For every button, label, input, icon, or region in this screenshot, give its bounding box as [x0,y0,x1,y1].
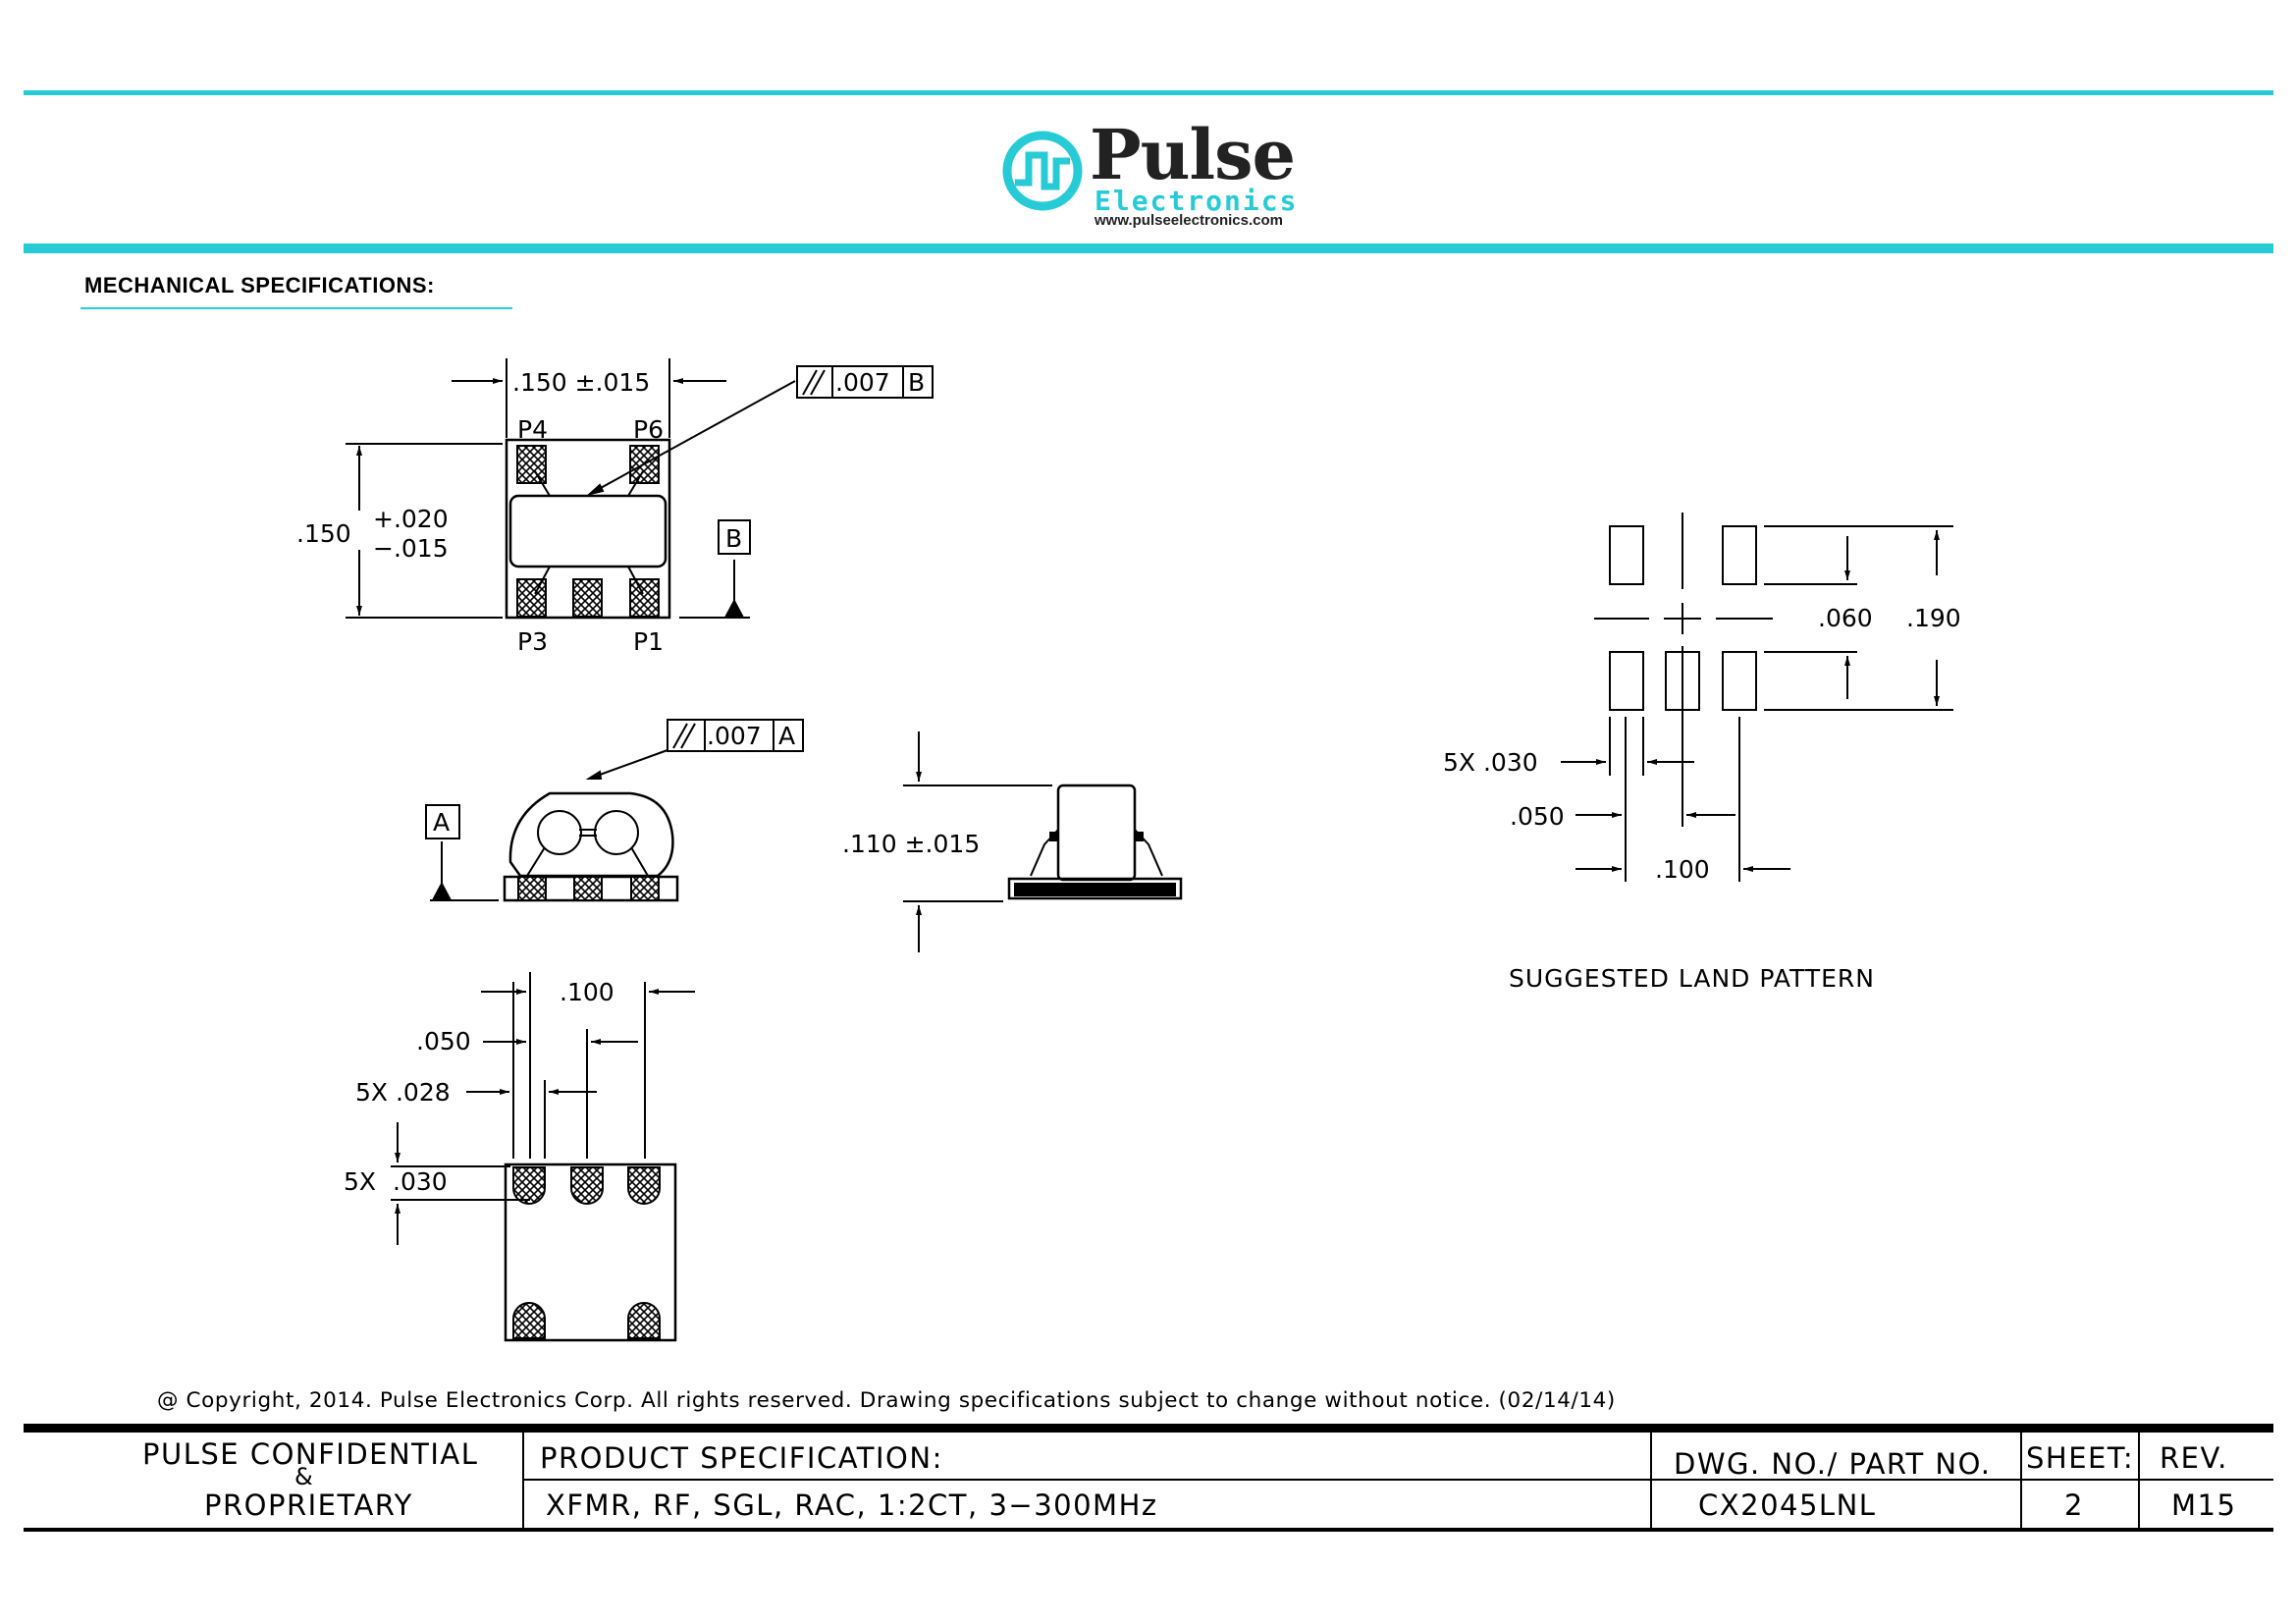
header-top-band [24,90,2273,95]
datum-a-label: A [433,808,450,837]
logo-url: www.pulseelectronics.com [1095,212,1284,229]
pulse-logo-icon [1002,131,1083,211]
pin-label-p6: P6 [633,415,664,444]
pulse-logo: Pulse Electronics www.pulseelectronics.c… [1001,116,1315,234]
bottom-pad-width-dim: 5X .028 [355,1078,451,1107]
top-flatness-value: .007 [835,368,890,397]
top-height-tol-minus: −.015 [373,534,449,563]
pin-label-p1: P1 [633,627,664,656]
side-flatness-value: .007 [707,722,762,750]
side-flatness-datum: A [778,722,795,750]
land-inner-dim: .060 [1818,604,1873,632]
land-pattern [1561,513,1953,882]
rev-label: REV. [2160,1441,2228,1475]
profile-view [903,731,1183,952]
top-height-tol-plus: +.020 [373,505,449,533]
spec-label: PRODUCT SPECIFICATION: [540,1441,943,1475]
core [508,494,667,568]
part-number: CX2045LNL [1698,1488,1877,1522]
land-half-pitch-dim: .050 [1510,802,1565,831]
pad-p1 [629,578,660,618]
land-pad [1722,651,1757,711]
header-bottom-band [24,243,2273,253]
bottom-view [391,972,695,1342]
top-width-dim: .150 ±.015 [512,368,650,397]
logo-subtitle: Electronics [1095,185,1299,217]
top-height-dim: .150 [296,519,351,548]
section-underline [80,307,512,309]
land-pitch-dim: .100 [1655,855,1710,884]
pad-p2 [572,578,603,618]
pad-p4 [516,445,547,484]
pin-label-p4: P4 [517,415,548,444]
confidential-line1: PULSE CONFIDENTIAL [142,1437,479,1471]
side-view [425,719,804,902]
land-pad [1609,651,1644,711]
pad-p3 [516,578,547,618]
bottom-half-pitch-dim: .050 [416,1027,471,1055]
bottom-pitch-dim: .100 [560,978,614,1006]
sheet-number: 2 [2064,1488,2084,1522]
rev-value: M15 [2171,1488,2237,1522]
land-pad [1609,525,1644,585]
pin-label-p3: P3 [517,627,548,656]
land-outer-dim: .190 [1906,604,1961,632]
bottom-pad-length-dim: .030 [393,1167,448,1196]
bottom-pad-length-prefix: 5X [344,1167,376,1196]
confidential-line2: PROPRIETARY [204,1488,413,1522]
land-pad [1722,525,1757,585]
datum-b-label: B [725,524,742,553]
section-title: MECHANICAL SPECIFICATIONS: [84,273,435,298]
profile-height-dim: .110 ±.015 [842,830,980,858]
confidential-ampersand: & [294,1463,315,1490]
land-pattern-caption: SUGGESTED LAND PATTERN [1509,964,1875,993]
logo-wordmark: Pulse [1090,114,1296,195]
product-description: XFMR, RF, SGL, RAC, 1:2CT, 3−300MHz [546,1488,1158,1522]
top-view [346,358,934,620]
sheet-label: SHEET: [2026,1441,2135,1475]
top-flatness-datum: B [908,368,925,397]
copyright-notice: @ Copyright, 2014. Pulse Electronics Cor… [157,1388,1616,1413]
land-pad-width-dim: 5X .030 [1443,748,1538,777]
dwg-no-label: DWG. NO./ PART NO. [1674,1447,1992,1481]
